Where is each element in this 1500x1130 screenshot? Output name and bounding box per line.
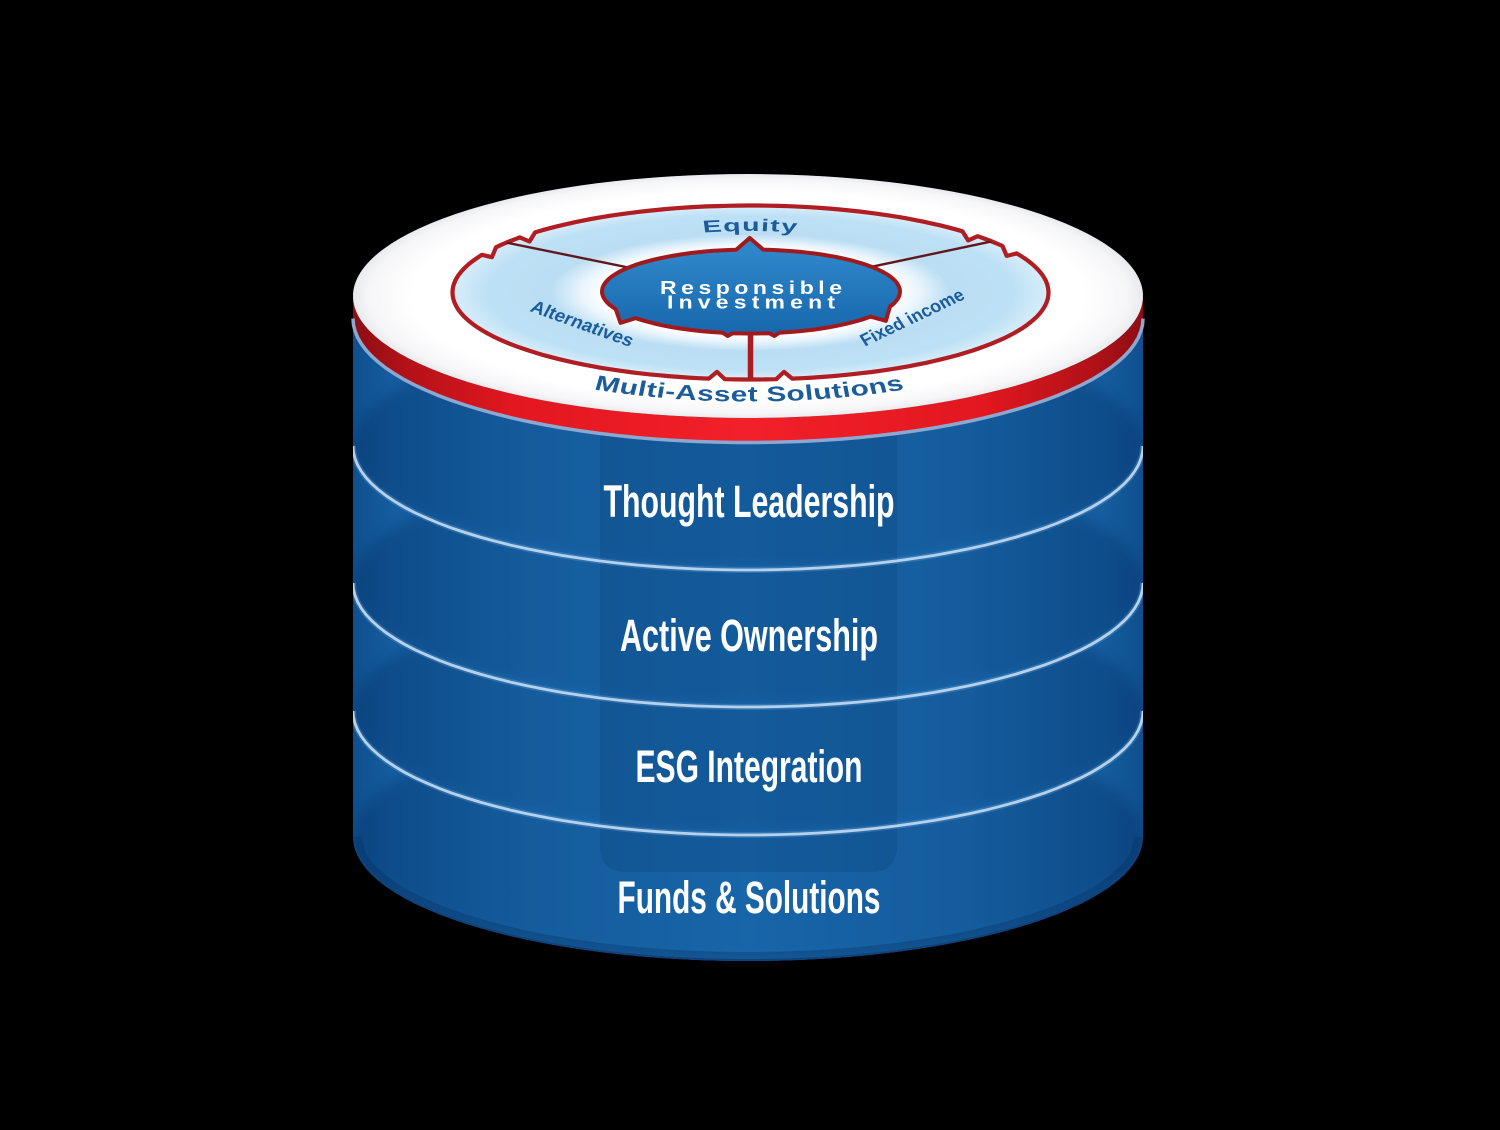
svg-text:Funds & Solutions: Funds & Solutions: [618, 872, 881, 923]
svg-text:Equity: Equity: [701, 216, 799, 236]
svg-text:ESG Integration: ESG Integration: [636, 741, 863, 792]
svg-text:Investment: Investment: [667, 293, 835, 313]
svg-text:Active Ownership: Active Ownership: [620, 610, 878, 661]
svg-text:Thought Leadership: Thought Leadership: [604, 476, 895, 527]
